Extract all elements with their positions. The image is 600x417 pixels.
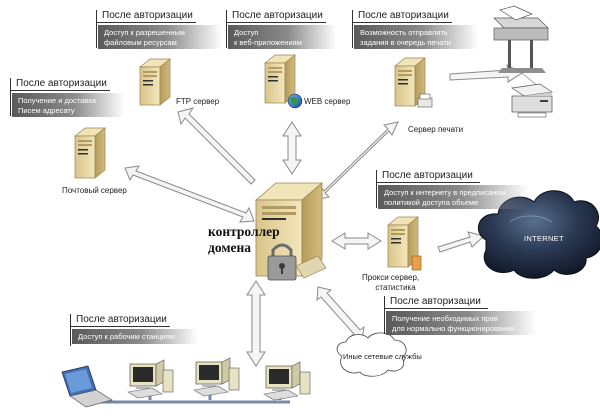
- arrow-dc-web: [282, 121, 302, 175]
- callout-box-web: Доступ к веб-приложениям: [228, 25, 336, 49]
- callout-box-ftp: Доступ к разрешенным файловым ресурсам: [98, 25, 222, 49]
- arrow-dc-workstations: [246, 280, 266, 367]
- print-server-label: Сервер печати: [408, 125, 464, 134]
- ftp-server-icon: [139, 58, 171, 106]
- workstation-icon-1: [127, 359, 174, 399]
- plotter-printer-icon: [493, 5, 549, 73]
- domain-controller-icon: [254, 182, 327, 281]
- workstation-icon-3: [263, 361, 311, 401]
- proxy-server-label: Прокси сервер, статистика: [362, 273, 420, 292]
- arrow-dc-proxy: [331, 232, 382, 250]
- arrow-dc-ftp: [177, 107, 256, 185]
- web-server-label: WEB сервер: [304, 97, 351, 106]
- keyboard-icon: [295, 255, 327, 279]
- arrow-proxy-internet: [437, 231, 486, 253]
- arrow-print-printers: [449, 64, 523, 83]
- callout-header-rights: После авторизации: [390, 296, 481, 307]
- callout-box-print: Возможность отправлять задания в очередь…: [354, 25, 478, 49]
- lan-bus: [83, 392, 290, 404]
- connection-arrows: [124, 64, 523, 367]
- other-services-label: Иные сетевые службы: [343, 352, 422, 361]
- laptop-icon: [61, 365, 113, 408]
- domain-controller-label: контроллер домена: [208, 224, 280, 255]
- callout-header-mail: После авторизации: [16, 78, 107, 89]
- mail-server-label: Почтовый сервер: [62, 186, 127, 195]
- ftp-server-label: FTP сервер: [176, 97, 220, 106]
- workstation-icon-2: [193, 357, 240, 397]
- callout-header-workstations: После авторизации: [76, 314, 167, 325]
- internet-label: INTERNET: [524, 234, 564, 243]
- callout-header-proxy: После авторизации: [382, 170, 473, 181]
- office-printer-icon: [511, 83, 553, 118]
- mail-server-icon: [74, 127, 106, 179]
- callout-box-mail: Получение и доставка Писем адресату: [12, 93, 124, 117]
- callout-box-rights: Получение необходимых прав для нормально…: [386, 311, 536, 335]
- callout-box-workstations: Доступ к рабочим станциям: [72, 329, 198, 344]
- firewall-icon: [411, 255, 422, 271]
- padlock-icon: [267, 243, 297, 281]
- callout-header-ftp: После авторизации: [102, 10, 193, 21]
- web-server-icon: [264, 54, 303, 109]
- arrow-dc-other: [316, 286, 365, 341]
- callout-header-print: После авторизации: [358, 10, 449, 21]
- callout-box-proxy: Доступ к интернету в предписаном политик…: [378, 185, 528, 209]
- proxy-server-icon: [387, 216, 422, 271]
- print-server-icon: [394, 57, 433, 108]
- arrow-dc-mail: [124, 165, 255, 223]
- other-services-cloud-icon: [336, 332, 407, 377]
- callout-header-web: После авторизации: [232, 10, 323, 21]
